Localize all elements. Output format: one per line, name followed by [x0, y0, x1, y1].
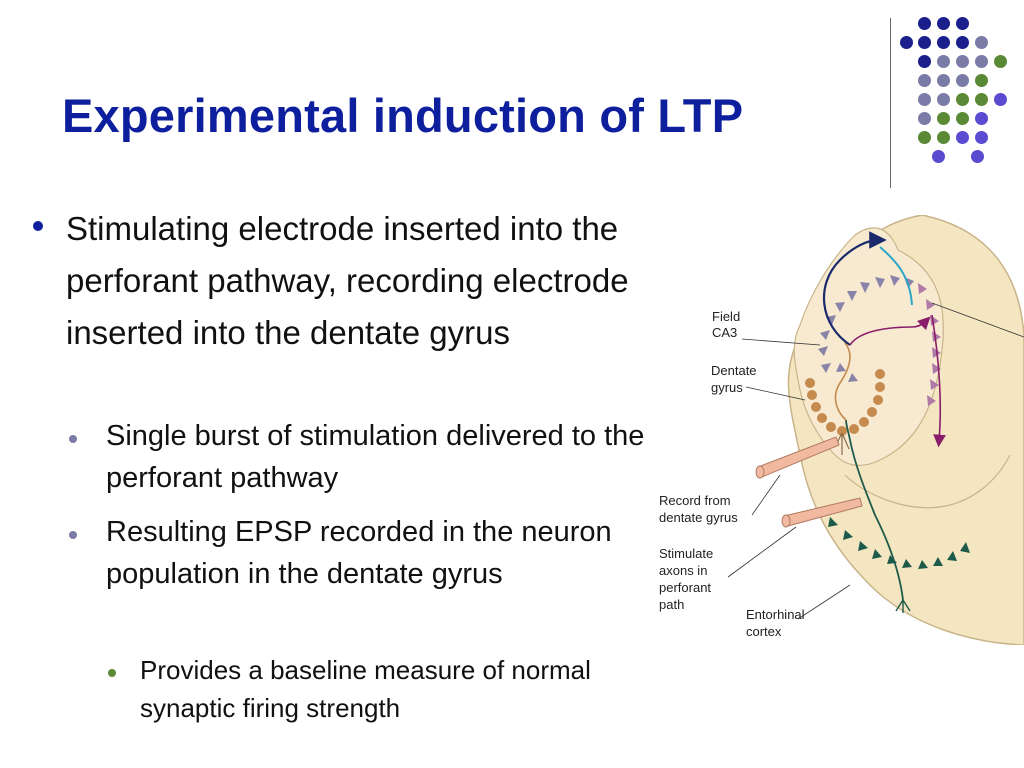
- decor-dot: [937, 93, 950, 106]
- schaffer-axon-dark: [822, 231, 887, 346]
- mossy-fiber-axon: [834, 342, 851, 421]
- ca3-to-ca1-axon: [849, 316, 931, 346]
- decor-dot: [918, 55, 931, 68]
- decor-dot: [994, 93, 1007, 106]
- decor-dot: [956, 36, 969, 49]
- decor-dot: [956, 93, 969, 106]
- decor-dot: [975, 36, 988, 49]
- label-axons-in: axons in: [659, 563, 707, 578]
- bullet-level2-item: Resulting EPSP recorded in the neuron po…: [106, 516, 612, 590]
- decor-dot: [956, 74, 969, 87]
- bullet-level3-item: Provides a baseline measure of normal sy…: [140, 655, 591, 723]
- label-path: path: [659, 597, 684, 612]
- decorative-dot-grid: [900, 10, 1020, 170]
- perforant-path-axon: [845, 419, 904, 601]
- label-entorhinal: Entorhinal: [746, 607, 805, 622]
- label-stimulate: Stimulate: [659, 546, 713, 561]
- slide-title: Experimental induction of LTP: [62, 89, 744, 142]
- bullet-marker-level3: [108, 669, 116, 677]
- decor-dot: [975, 131, 988, 144]
- bullet-marker-level1: [33, 221, 43, 231]
- dentate-granule-cells: [805, 369, 885, 436]
- cyan-axon: [879, 246, 913, 306]
- decor-dot: [956, 112, 969, 125]
- title-divider-line: [890, 18, 891, 188]
- decor-dot: [937, 55, 950, 68]
- decor-dot: [918, 17, 931, 30]
- record-leader-line: [751, 474, 781, 516]
- decor-dot: [975, 93, 988, 106]
- label-cortex: cortex: [746, 624, 782, 639]
- decor-dot: [937, 17, 950, 30]
- ca3-lower-neurons: [836, 363, 858, 382]
- label-field: Field: [712, 309, 740, 324]
- bullet-marker-level2: [69, 435, 77, 443]
- bullet-level1: Stimulating electrode inserted into the …: [66, 210, 629, 351]
- ca1-output-axon: [931, 314, 946, 448]
- decor-dot: [975, 112, 988, 125]
- decor-dot: [956, 55, 969, 68]
- decor-dot: [900, 36, 913, 49]
- bullet-level2-item: Single burst of stimulation delivered to…: [106, 420, 645, 494]
- decor-dot: [956, 17, 969, 30]
- dentate-leader-line: [745, 386, 806, 401]
- bullet-marker-level2: [69, 531, 77, 539]
- hippocampal-tissue-inner: [793, 227, 944, 467]
- entorhinal-leader-line: [797, 584, 851, 620]
- decor-dot: [937, 74, 950, 87]
- decor-dot: [937, 36, 950, 49]
- label-record-dentate: dentate gyrus: [659, 510, 738, 525]
- decor-dot: [956, 131, 969, 144]
- decor-dot: [937, 131, 950, 144]
- decor-dot: [918, 74, 931, 87]
- label-ca3: CA3: [712, 325, 737, 340]
- decor-dot: [994, 55, 1007, 68]
- decor-dot: [971, 150, 984, 163]
- stimulate-leader-line: [727, 526, 797, 578]
- decor-dot: [932, 150, 945, 163]
- label-record-from: Record from: [659, 493, 731, 508]
- decor-dot: [918, 131, 931, 144]
- label-perforant: perforant: [659, 580, 711, 595]
- cortex-fold: [844, 454, 1011, 509]
- ca1-leader-line: [931, 302, 1024, 338]
- hippocampus-diagram: Field CA3 Dentate gyrus Record from dent…: [659, 215, 1024, 645]
- recording-electrode: [755, 436, 840, 479]
- stimulating-electrode: [781, 497, 863, 528]
- label-dentate: Dentate: [711, 363, 757, 378]
- entorhinal-dendrite: [895, 599, 911, 613]
- label-gyrus: gyrus: [711, 380, 743, 395]
- decor-dot: [918, 36, 931, 49]
- ca3-leader-line: [741, 338, 821, 346]
- entorhinal-neuron-layer: [828, 517, 970, 569]
- decor-dot: [937, 112, 950, 125]
- decor-dot: [975, 74, 988, 87]
- decor-dot: [975, 55, 988, 68]
- decor-dot: [918, 93, 931, 106]
- decor-dot: [918, 112, 931, 125]
